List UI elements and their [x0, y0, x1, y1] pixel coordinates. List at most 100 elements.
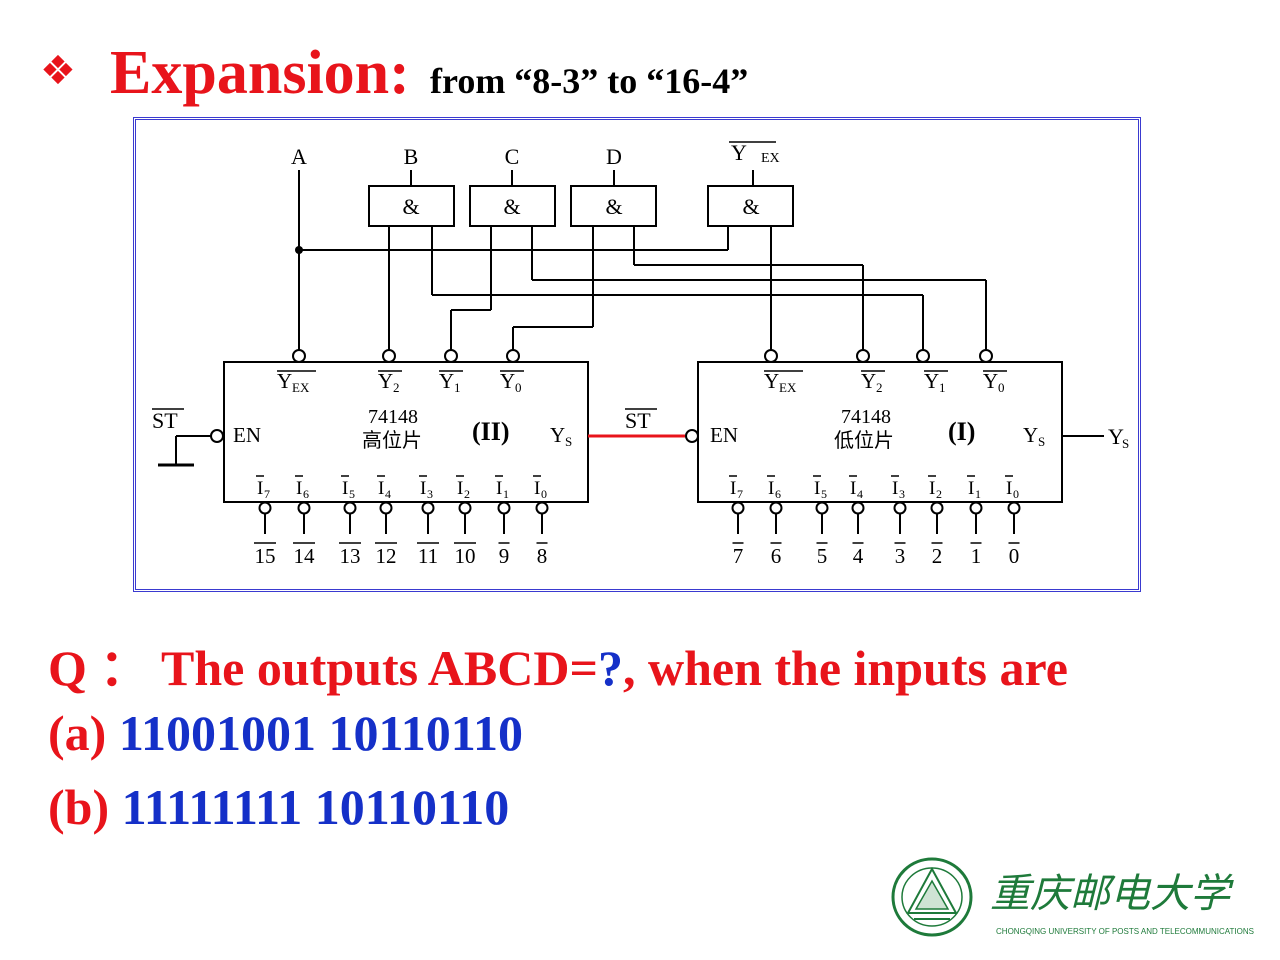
chip-low-input-bubble	[930, 501, 944, 515]
chip-high-ys-sub: S	[565, 434, 572, 449]
chip-low-pin-label: 1	[971, 544, 982, 568]
chip-low-input-sub: 1	[975, 487, 981, 501]
chip-low-tag: (I)	[948, 417, 975, 446]
chip-low-input-name: I	[730, 478, 736, 499]
chip-low-input-name: I	[814, 478, 820, 499]
st-mid-label: ST	[625, 408, 651, 433]
option-b-line: (b) 11111111 10110110	[48, 778, 509, 836]
chip-low-input-name: I	[1006, 478, 1012, 499]
chip-low-pin-label: 3	[895, 544, 906, 568]
chip-high-input-sub: 4	[385, 487, 391, 501]
chip-high-input-name: I	[534, 478, 540, 499]
input-label-yex-sub: EX	[761, 151, 780, 166]
chip-high-input-bubble	[258, 501, 272, 515]
chip-high-y1-sub: 1	[454, 380, 461, 395]
chip-high-input-bubble	[535, 501, 549, 515]
chip-low-pin-label: 5	[817, 544, 828, 568]
chip-high-tag: (II)	[472, 417, 510, 446]
chip-high-input-name: I	[257, 478, 263, 499]
and-gate-4-symbol: &	[742, 194, 759, 219]
chip-high-input-bubble	[297, 501, 311, 515]
st-left-label: ST	[152, 408, 178, 433]
chip-low-y2-sub: 2	[876, 380, 883, 395]
chip-low-input-name: I	[892, 478, 898, 499]
chip-high-pin-label: 12	[376, 544, 397, 568]
option-b-label: (b)	[48, 779, 110, 835]
chip-low-input-name: I	[929, 478, 935, 499]
chip-low-pin-label: 4	[853, 544, 864, 568]
chip-high-input-sub: 6	[303, 487, 309, 501]
question-line: Q ： The outputs ABCD=?, when the inputs …	[48, 628, 1068, 700]
and-gate-1-symbol: &	[402, 194, 419, 219]
chip-high-input-sub: 0	[541, 487, 547, 501]
chip-high-y2: Y	[378, 369, 393, 393]
chip-low-input-bubble	[1007, 501, 1021, 515]
chip-low-input-name: I	[968, 478, 974, 499]
chip-low-y0: Y	[983, 369, 998, 393]
and-gate-3-symbol: &	[605, 194, 622, 219]
chip-low-input-sub: 7	[737, 487, 743, 501]
chip-high-input-sub: 3	[427, 487, 433, 501]
logo-chinese-name: 重庆邮电大学	[990, 871, 1234, 917]
option-a-line: (a) 11001001 10110110	[48, 704, 523, 762]
chip-low-input-bubble	[731, 501, 745, 515]
title-subtitle: from “8-3” to “16-4”	[430, 61, 749, 101]
chip-high-pin-label: 9	[499, 544, 510, 568]
input-label-c: C	[505, 144, 520, 169]
chip-high-pin-label: 13	[340, 544, 361, 568]
chip-low-input-bubble	[893, 501, 907, 515]
input-label-b: B	[404, 144, 419, 169]
chip-high-pin-label: 14	[294, 544, 316, 568]
chip-high-en: EN	[233, 423, 261, 447]
logo-english-name: CHONGQING UNIVERSITY OF POSTS AND TELECO…	[996, 926, 1254, 936]
chip-high-pin-label: 10	[455, 544, 476, 568]
chip-low-pin-label: 0	[1009, 544, 1020, 568]
chip-low-input-sub: 3	[899, 487, 905, 501]
chip-low-pin-label: 6	[771, 544, 782, 568]
chip-high-input-name: I	[342, 478, 348, 499]
chip-low-ys: Y	[1023, 423, 1038, 447]
chip-low-y0-sub: 0	[998, 380, 1005, 395]
chip-high-input-name: I	[496, 478, 502, 499]
chip-low-input-sub: 0	[1013, 487, 1019, 501]
title-main: Expansion:	[110, 39, 410, 107]
chip-high-input-name: I	[420, 478, 426, 499]
chip-high-input-sub: 2	[464, 487, 470, 501]
chip-low-y1-sub: 1	[939, 380, 946, 395]
chip-high: Y EX Y 2 Y 1 Y 0 74148 高位片 (II) EN Y S I…	[233, 369, 572, 568]
chip-high-input-bubble	[458, 501, 472, 515]
input-label-a: A	[291, 144, 307, 169]
chip-low-input-name: I	[768, 478, 774, 499]
input-label-d: D	[606, 144, 622, 169]
option-a-value: 11001001 10110110	[118, 705, 524, 761]
chip-high-input-bubble	[343, 501, 357, 515]
chip-low-yex: Y	[764, 369, 779, 393]
chip-low-ys-sub: S	[1038, 434, 1045, 449]
chip-high-input-sub: 7	[264, 487, 270, 501]
chip-low-yex-sub: EX	[779, 380, 797, 395]
chip-high-yex: Y	[277, 369, 292, 393]
circuit-diagram: A B C D Y EX & & & & ST ST Y S Y EX Y	[133, 117, 1141, 592]
chip-low-input-sub: 4	[857, 487, 863, 501]
chip-low-input-sub: 2	[936, 487, 942, 501]
chip-high-input-sub: 1	[503, 487, 509, 501]
chip-low-cn: 低位片	[834, 429, 894, 452]
university-logo: 重庆邮电大学 CHONGQING UNIVERSITY OF POSTS AND…	[890, 855, 1260, 940]
question-part1: The outputs ABCD=	[161, 640, 598, 696]
chip-low-input-bubble	[969, 501, 983, 515]
option-b-value: 11111111 10110110	[121, 779, 510, 835]
question-part2: , when the inputs are	[622, 640, 1068, 696]
chip-low-input-bubble	[769, 501, 783, 515]
chip-high-input-bubble	[421, 501, 435, 515]
option-a-label: (a)	[48, 705, 107, 761]
chip-low-pin-label: 2	[932, 544, 943, 568]
chip-low-name: 74148	[841, 406, 891, 428]
question-mark: ?	[597, 640, 623, 696]
ys-output-sub: S	[1122, 436, 1129, 451]
diamond-bullet-icon: ❖	[40, 48, 76, 94]
chip-high-input-bubble	[379, 501, 393, 515]
input-label-yex: Y	[731, 140, 747, 165]
chip-high-input-bubble	[497, 501, 511, 515]
chip-low-input-bubble	[815, 501, 829, 515]
